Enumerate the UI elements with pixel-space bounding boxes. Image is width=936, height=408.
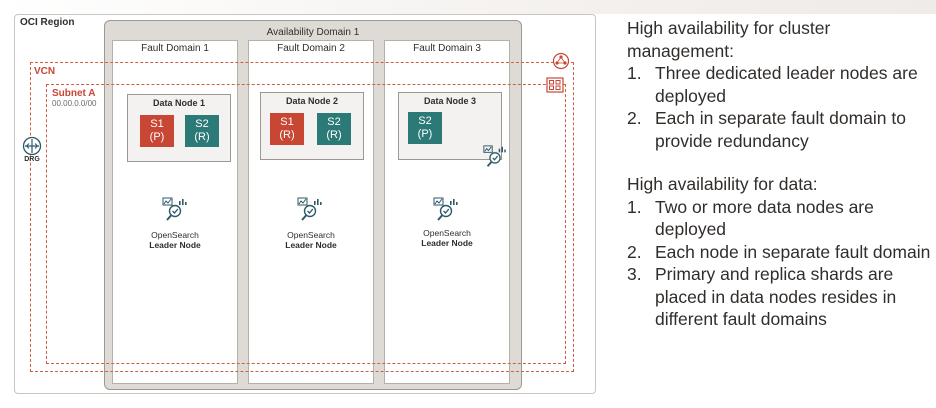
fault-domain-2-label: Fault Domain 2 [277, 43, 345, 54]
data-node-1-label: Data Node 1 [152, 98, 205, 108]
opensearch-icon [297, 197, 322, 221]
shard-s1-primary: S1 (P) [140, 115, 174, 147]
shard-name: S2 [418, 115, 432, 127]
leader-node-line1: OpenSearch [423, 228, 471, 238]
shard-name: S1 [150, 118, 164, 130]
list-item-number: 3. [627, 264, 642, 284]
shard-s2-replica: S2 (R) [185, 115, 219, 147]
data-node-3-label: Data Node 3 [423, 96, 476, 106]
shard-role: (P) [149, 131, 165, 143]
leader-node-line2: Leader Node [421, 238, 473, 248]
list-item-number: 1. [627, 63, 642, 83]
subnet-boundary [46, 84, 566, 364]
list-item-number: 2. [627, 241, 642, 262]
shard-role: (R) [279, 129, 295, 141]
data-list: 1. Two or more data nodes are deployed 2.… [627, 196, 932, 331]
vcn-icon [552, 52, 570, 70]
fault-domain-1-label: Fault Domain 1 [141, 43, 209, 54]
leader-node-line2: Leader Node [285, 240, 337, 250]
cluster-heading: High availability for cluster management… [627, 18, 831, 61]
shard-name: S2 [327, 116, 341, 128]
list-item: 1. Three dedicated leader nodes are deplo… [627, 62, 932, 107]
list-item-text: Two or more data nodes are deployed [655, 196, 874, 240]
list-item-number: 2. [627, 108, 642, 128]
opensearch-icon [162, 197, 187, 221]
list-item-text: Three dedicated leader nodes are deploye… [655, 63, 918, 106]
list-item: 2. Each node in separate fault domain [627, 241, 932, 264]
leader-node-2: OpenSearch Leader Node [261, 230, 361, 250]
leader-node-line1: OpenSearch [151, 230, 199, 240]
vcn-label: VCN [34, 66, 56, 77]
shard-s2-primary: S2 (P) [408, 112, 442, 144]
list-item: 3. Primary and replica shards are placed … [627, 263, 932, 331]
list-item: 1. Two or more data nodes are deployed [627, 196, 932, 241]
fault-domain-3-label: Fault Domain 3 [413, 43, 481, 54]
vcn-boundary [30, 62, 574, 372]
shard-role: (R) [194, 131, 210, 143]
subnet-cidr: 00.00.0.0/00 [52, 99, 97, 108]
leader-node-3: OpenSearch Leader Node [397, 228, 497, 248]
leader-node-1: OpenSearch Leader Node [125, 230, 225, 250]
header-band [0, 0, 936, 14]
shard-name: S1 [280, 116, 294, 128]
leader-node-line1: OpenSearch [287, 230, 335, 240]
shard-s2-replica: S2 (R) [317, 113, 351, 145]
subnet-label: Subnet A [52, 88, 96, 99]
list-item-text: Primary and replica shards are placed in… [655, 264, 897, 329]
list-item-text: Each node in separate fault domain [655, 241, 931, 262]
list-item-number: 1. [627, 196, 642, 217]
oci-region-label: OCI Region [20, 17, 75, 28]
notes-panel: High availability for cluster management… [627, 17, 932, 331]
cluster-list: 1. Three dedicated leader nodes are deplo… [627, 62, 932, 152]
list-item-text: Each in separate fault domain to provide… [655, 108, 906, 151]
shard-role: (R) [326, 129, 342, 141]
data-heading: High availability for data: [627, 174, 818, 194]
shard-s1-replica: S1 (R) [270, 113, 304, 145]
availability-domain-label: Availability Domain 1 [266, 27, 360, 38]
shard-name: S2 [195, 118, 209, 130]
subnet-icon [546, 77, 564, 93]
spacer [627, 152, 932, 173]
leader-node-line2: Leader Node [149, 240, 201, 250]
opensearch-icon [433, 197, 458, 221]
shard-role: (P) [417, 128, 433, 140]
drg-label: DRG [24, 156, 40, 163]
drg-icon [22, 136, 42, 156]
opensearch-icon [483, 145, 506, 167]
list-item: 2. Each in separate fault domain to provi… [627, 107, 932, 152]
data-node-2-label: Data Node 2 [285, 96, 338, 106]
